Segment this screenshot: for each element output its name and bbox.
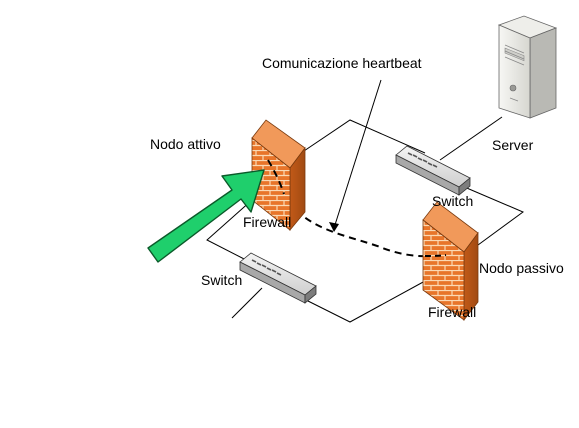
heartbeat-callout bbox=[333, 79, 382, 229]
server-label: Server bbox=[492, 137, 534, 153]
link-bottom-switch-outbound bbox=[231, 287, 263, 319]
link-bottom-switch-to-passive bbox=[289, 280, 426, 323]
network-links bbox=[206, 116, 525, 323]
firewall-active-icon bbox=[251, 119, 306, 232]
heartbeat-callout-arrowhead bbox=[329, 222, 339, 232]
active-node-label: Nodo attivo bbox=[150, 136, 221, 152]
firewall-passive-label: Firewall bbox=[428, 304, 477, 320]
link-active-to-bottom-switch bbox=[206, 199, 253, 263]
link-top-switch-to-server bbox=[439, 116, 503, 161]
heartbeat-label: Comunicazione heartbeat bbox=[262, 55, 422, 71]
firewall-passive-icon bbox=[422, 201, 479, 322]
heartbeat-link-over-passive bbox=[424, 254, 447, 257]
switch-bottom-icon bbox=[239, 252, 317, 304]
link-top-switch-to-passive bbox=[454, 182, 525, 246]
switch-top-label: Switch bbox=[432, 193, 474, 209]
switch-bottom-label: Switch bbox=[201, 272, 243, 288]
server-tower-icon bbox=[497, 15, 558, 119]
heartbeat-link bbox=[280, 177, 441, 258]
firewall-active-label: Firewall bbox=[243, 214, 292, 230]
switch-top-icon bbox=[395, 145, 471, 196]
heartbeat-link-over-active bbox=[267, 159, 285, 195]
link-active-to-top-switch bbox=[297, 119, 426, 156]
failover-arrow-icon bbox=[147, 169, 265, 263]
passive-node-label: Nodo passivo bbox=[479, 260, 564, 276]
